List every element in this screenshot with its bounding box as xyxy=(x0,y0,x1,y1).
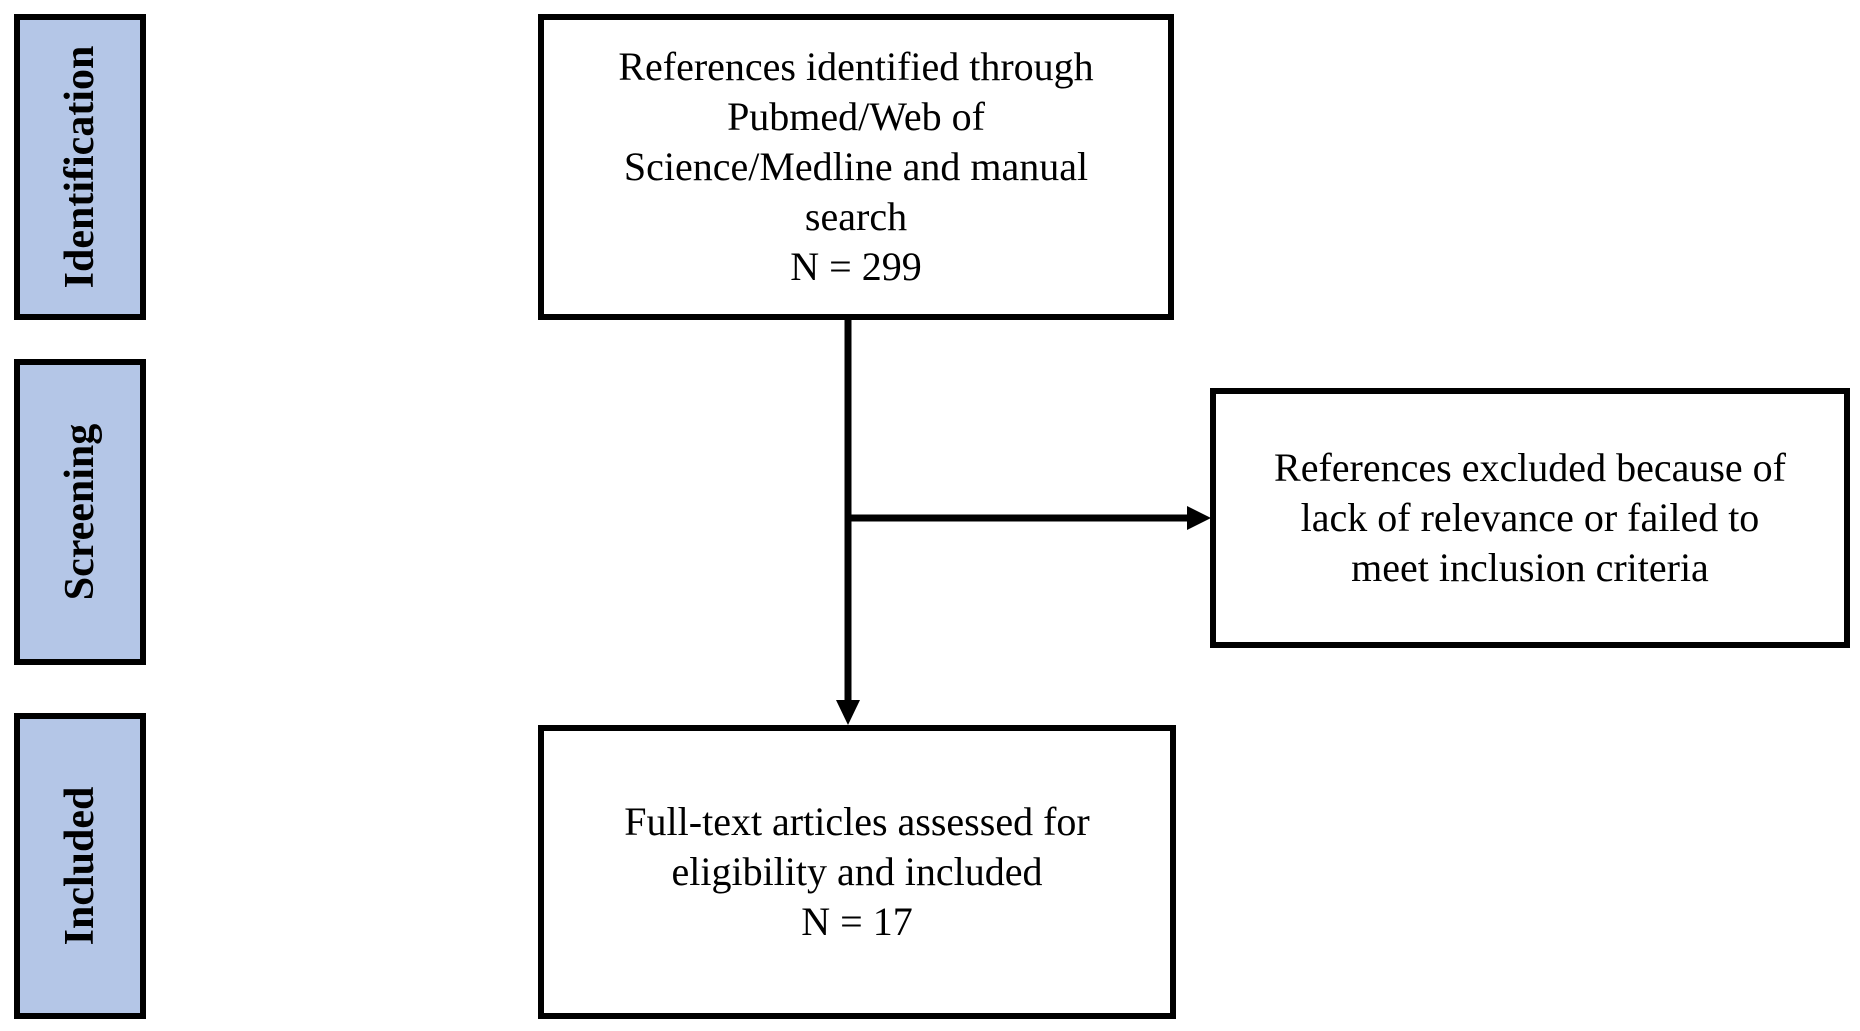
included-count: N = 17 xyxy=(801,899,913,944)
stage-screening-label: Screening xyxy=(57,423,103,601)
down-arrowhead xyxy=(836,700,860,725)
stage-included-label: Included xyxy=(57,786,103,946)
identified-text-line: References identified through xyxy=(618,44,1094,89)
included-text-line: Full-text articles assessed for xyxy=(624,799,1090,844)
stage-included: Included xyxy=(14,713,146,1019)
identified-count: N = 299 xyxy=(790,244,922,289)
right-arrowhead xyxy=(1187,506,1211,530)
stage-identification-label: Identification xyxy=(57,45,103,289)
excluded-text-line: lack of relevance or failed to xyxy=(1300,495,1760,540)
identified-records-box: References identified through Pubmed/Web… xyxy=(538,14,1174,320)
identified-text-line: search xyxy=(804,194,908,239)
identified-text-line: Science/Medline and manual xyxy=(623,144,1089,189)
stage-identification: Identification xyxy=(14,14,146,320)
stage-screening: Screening xyxy=(14,359,146,665)
excluded-text-line: References excluded because of xyxy=(1274,445,1786,490)
identified-text-line: Pubmed/Web of xyxy=(727,94,985,139)
excluded-records-box: References excluded because of lack of r… xyxy=(1210,388,1850,648)
excluded-text-line: meet inclusion criteria xyxy=(1351,545,1709,590)
included-studies-box: Full-text articles assessed for eligibil… xyxy=(538,725,1176,1019)
included-text-line: eligibility and included xyxy=(671,849,1043,894)
